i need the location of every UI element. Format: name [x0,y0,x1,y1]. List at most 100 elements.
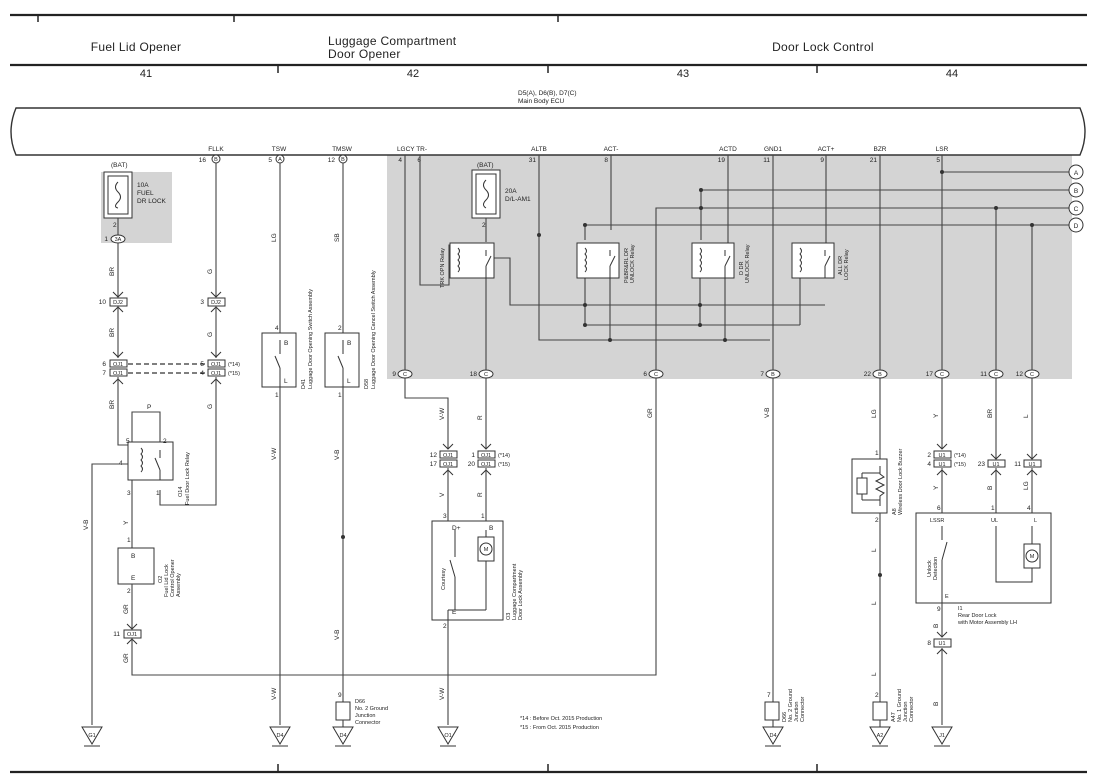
conn-u1: U1 [938,453,945,459]
conn-pin: 11 [1014,461,1021,468]
fuse-pin: 2 [113,222,117,229]
conn-pin: 4 [927,461,931,468]
junction-d66-a: 9 D66 No. 2 Ground Junction Connector [335,692,388,727]
component-code: I1 [958,606,963,612]
relay-label: D DR [739,262,745,275]
component-name: Luggage Compartment [512,563,518,620]
ecu-pin-name: ACTD [719,146,737,153]
pin: 2 [127,588,131,595]
fuse-source: (BAT) [477,162,494,169]
wire-color: V-W [439,687,446,700]
pin-e: E [131,575,136,582]
pin: 1 [875,450,879,457]
ecu-pin-name: ACT- [604,146,619,153]
conn-oj1: OJ1 [113,362,123,368]
fuse-conn: 3A [115,237,122,243]
pin: 9 [937,606,941,613]
conn-pin: 2 [927,452,931,459]
relay-pin: 5 [126,438,130,445]
junction-name: Connector [800,696,806,722]
section-fuel-lid-opener: Fuel Lid Opener [91,40,182,54]
note-ref: (*15) [228,371,240,377]
wire-color: B [933,702,940,706]
fuse-conn-pin: 1 [104,236,108,243]
wire-color: L [871,601,878,605]
ref-c: C [1074,206,1079,213]
relay-label: UNLOCK Relay [630,244,636,283]
fuel-door-lock-relay: P 5 2 4 3 1 O14 Fuel Door Lock Relay V-B… [83,404,191,725]
ground-label: J1 [939,733,945,739]
conn-oj1: OJ1 [113,371,123,377]
ecu-pin-num: 21 [870,157,878,164]
pin: 1 [275,392,279,399]
ground-d4-3: D4 [762,726,784,747]
column-43: 43 [677,68,689,80]
ecu-bottom-conn: C [654,372,658,378]
wire-color: LG [1023,481,1030,490]
relay-label: LOCK Relay [844,249,850,280]
conn-pin: 23 [978,461,986,468]
ecu-pin-num: 9 [820,157,824,164]
ecu-bottom-num: 22 [864,371,872,378]
wire-color: Y [933,485,940,490]
junction-name: Junction [355,713,376,719]
pin-ul: UL [991,518,998,524]
pin: 2 [875,517,879,524]
ecu-pin-num: 5 [268,157,272,164]
junction-code: D66 [782,712,788,722]
relay-all-dr-lock: ALL DR LOCK Relay [791,242,850,280]
conn-pin: 3 [200,299,204,306]
junction-code: D66 [355,699,365,705]
ecu-code: D5(A), D6(B), D7(C) [518,90,577,97]
section-door-lock-control: Door Lock Control [772,40,874,54]
ground-o1: O1 [437,726,459,747]
wire-color: GR [123,653,130,663]
note-ref: (*14) [228,362,240,368]
switch-b: B [284,340,288,347]
ref-d: D [1074,223,1079,230]
pin-b: B [489,525,493,532]
conn-dj2: DJ2 [211,300,221,306]
relay-ddr-unlock: D DR UNLOCK Relay [691,242,751,283]
note-14: *14 : Before Oct. 2015 Production [520,716,602,722]
pin: 9 [338,692,342,699]
conn-pin: 8 [927,640,931,647]
wire-color: BR [109,267,116,276]
conn-pin: 11 [113,631,120,638]
conn-oj1: OJ1 [211,362,221,368]
ecu-pin-conn: B [341,157,345,163]
wire-color: G [207,332,214,337]
wire-color: R [477,415,484,420]
junction-name: No. 2 Ground [355,706,388,712]
pin-lssr: LSSR [930,518,944,524]
relay-label: UNLOCK Relay [745,244,751,283]
wire-color: V-B [83,520,90,530]
ground-j1: J1 [931,726,953,747]
relay-pin: 2 [163,438,167,445]
pin: 1 [127,537,131,544]
ecu-bottom-conn: B [771,372,775,378]
component-name: Assembly [176,573,182,597]
pin: 2 [443,623,447,630]
relay-pin: 3 [127,490,131,497]
luggage-cancel-switch-d58: SB 2 B L 1 D58 Luggage Door Opening Canc… [324,163,377,702]
pin-l: L [1034,518,1037,524]
note-ref: (*14) [498,453,510,459]
wire-color: V-B [334,450,341,460]
ecu-bottom-num: 11 [980,371,987,378]
conn-u1: U1 [938,641,945,647]
fuse-rating: 10A [137,182,149,189]
wire-color: V [439,492,446,497]
component-name: Control Opener [170,559,176,597]
pin: 7 [767,692,771,699]
junction-name: Connector [355,720,381,726]
ecu-pin-name: ACT+ [818,146,835,153]
conn-u1: U1 [1028,462,1035,468]
pin-dplus: D+ [452,525,461,532]
ecu-pin-num: 11 [763,157,770,164]
conn-oj1: OJ1 [211,371,221,377]
component-name: Fuel Door Lock Relay [185,452,191,505]
component-code: D41 [301,379,307,389]
ground-g1: G1 [81,726,103,747]
